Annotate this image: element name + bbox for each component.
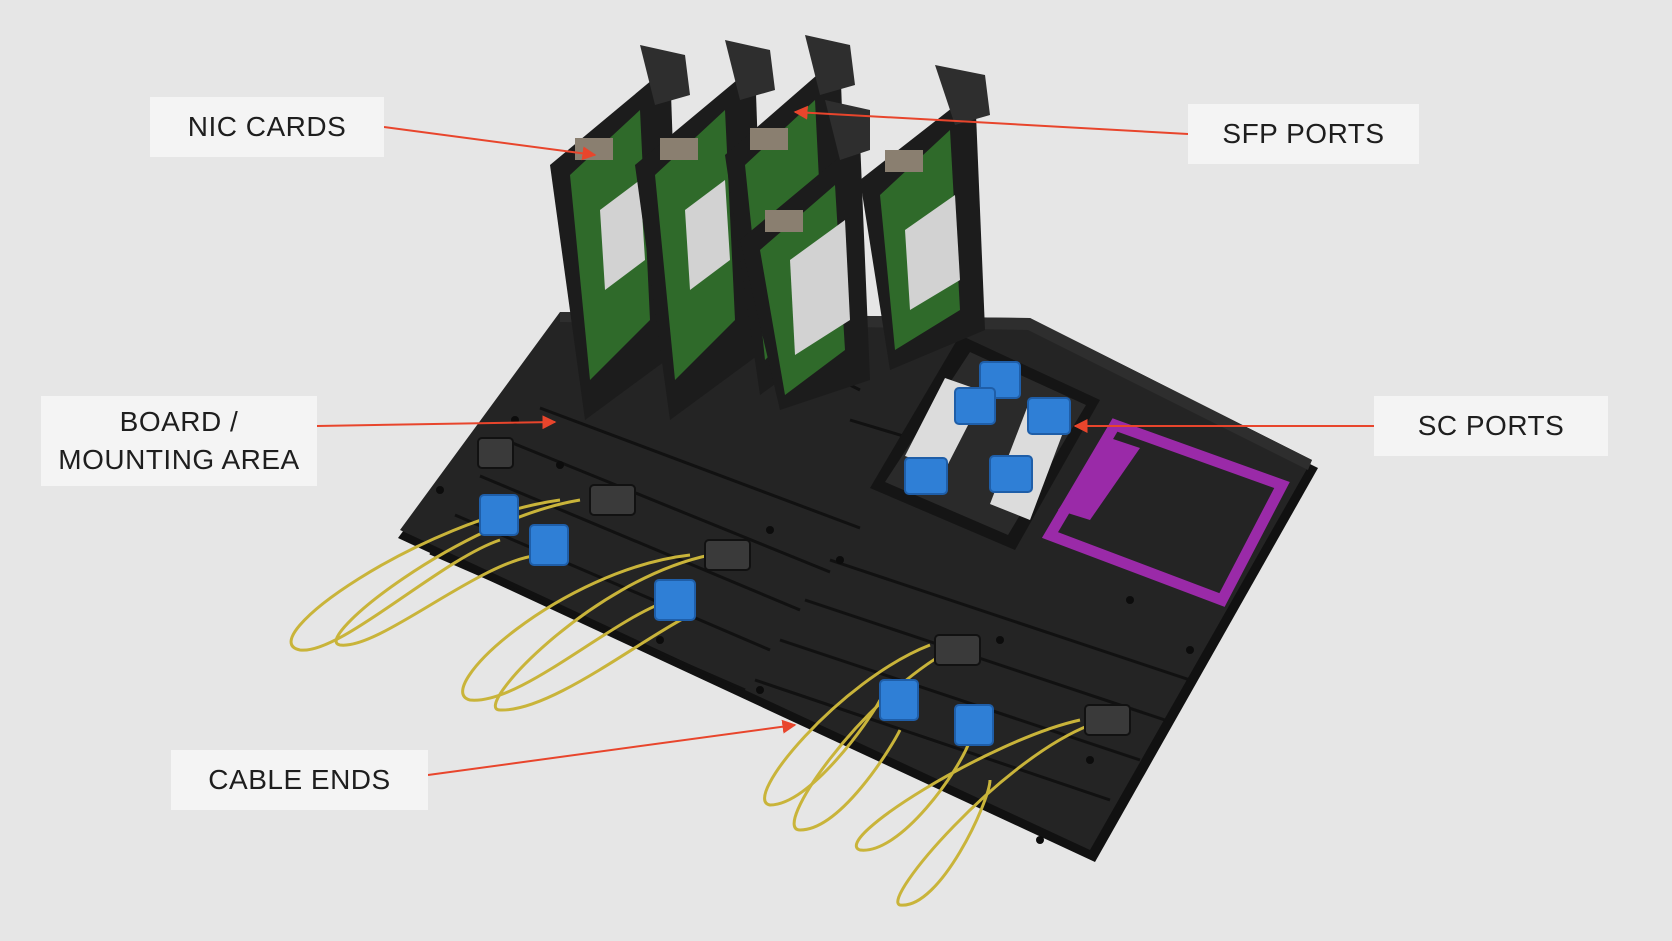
cable-ends-label-text: CABLE ENDS — [208, 764, 391, 795]
arrow-cable-ends — [427, 719, 797, 776]
cable-end-clip — [1084, 704, 1131, 736]
cable-end-connector — [654, 579, 696, 621]
nic-cards — [550, 35, 990, 420]
cable-end-connector — [954, 704, 994, 746]
cable-ends-label: CABLE ENDS — [171, 750, 428, 810]
sc-connector — [904, 457, 948, 495]
cable-end-clip — [589, 484, 636, 516]
cable-end-connector — [879, 679, 919, 721]
nic-card — [550, 45, 690, 420]
nic-cards-label-text: NIC CARDS — [187, 111, 347, 142]
nic-card — [860, 65, 990, 370]
cable-end-connector — [529, 524, 569, 566]
cable-end-connector — [479, 494, 519, 536]
purple-tray — [1041, 418, 1290, 607]
board-mounting-area-label: BOARD / MOUNTING AREA — [41, 396, 317, 486]
sfp-ports-label: SFP PORTS — [1188, 104, 1419, 164]
leader-arrows — [316, 105, 1374, 776]
arrow-nic-cards — [383, 126, 597, 161]
sc-connector — [1027, 397, 1071, 435]
nic-cards-label: NIC CARDS — [150, 97, 384, 157]
fiber-cables — [289, 498, 1091, 907]
board-label-line2: MOUNTING AREA — [58, 444, 300, 475]
cable-end-clip — [704, 539, 751, 571]
sc-port-panel — [870, 335, 1100, 550]
board-label-line1: BOARD / — [119, 406, 239, 437]
cable-end-connectors — [477, 437, 1131, 746]
cable-end-clip — [934, 634, 981, 666]
cable-end-clip — [477, 437, 514, 469]
sc-ports-label-text: SC PORTS — [1417, 410, 1565, 441]
sfp-ports-label-text: SFP PORTS — [1222, 118, 1385, 149]
sc-ports-label: SC PORTS — [1374, 396, 1608, 456]
arrow-board — [316, 415, 557, 430]
arrow-sfp-ports — [793, 105, 1189, 135]
sc-connector — [989, 455, 1033, 493]
sc-connector — [954, 387, 996, 425]
